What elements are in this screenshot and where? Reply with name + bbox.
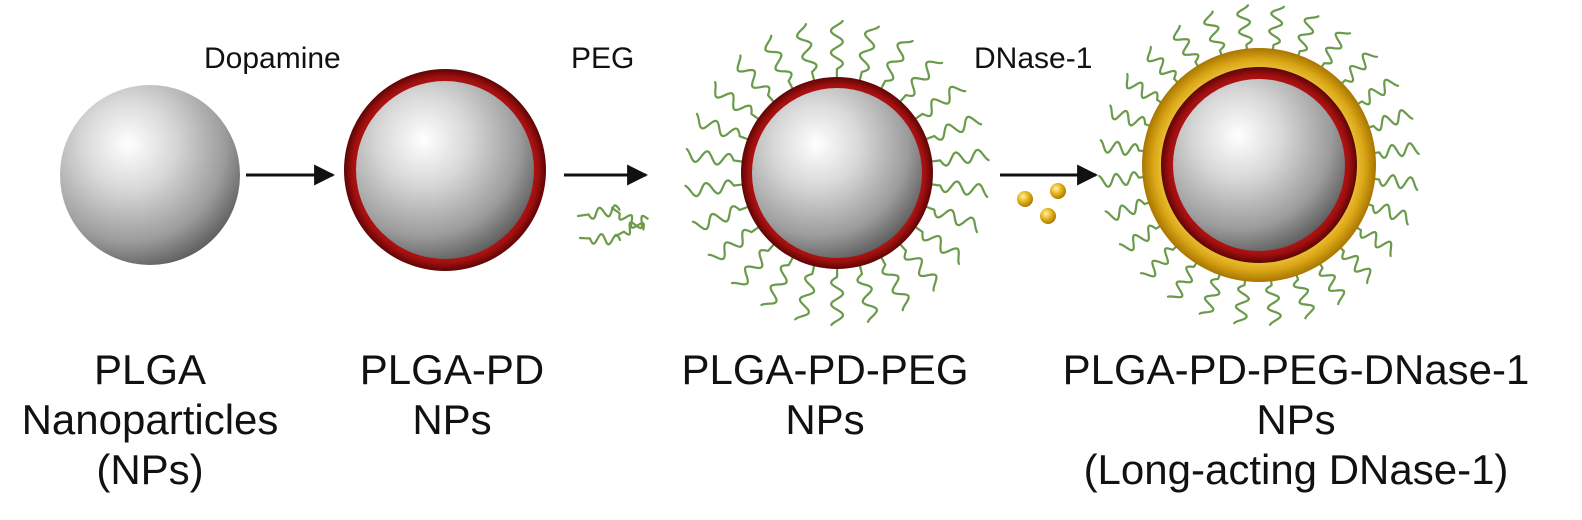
peg-chain <box>918 203 979 234</box>
peg-chain <box>876 39 914 97</box>
peg-chain <box>923 148 990 167</box>
step-label-peg: PEG <box>571 42 635 75</box>
peg-chain <box>918 115 983 143</box>
peg-chain <box>730 237 780 286</box>
caption-plga-pd-peg: PLGA-PD-PEG NPs <box>655 345 995 445</box>
particle-plga <box>60 85 240 265</box>
particle-plga-pd <box>344 69 546 271</box>
peg-chain <box>691 203 756 231</box>
peg-chain <box>714 81 766 125</box>
peg-chain <box>685 148 751 166</box>
peg-chain <box>856 257 879 323</box>
caption-line: (Long-acting DNase-1) <box>1083 446 1509 493</box>
peg-chain <box>894 237 938 292</box>
peg-chain <box>736 54 780 109</box>
peg-brush <box>684 19 990 327</box>
peg-chain <box>707 221 766 261</box>
peg-chain <box>614 214 649 238</box>
peg-chain <box>578 233 622 246</box>
dnase-enzyme-icon <box>1017 183 1066 224</box>
peg-chain <box>830 259 845 327</box>
peg-chain <box>684 179 751 198</box>
peg-chain <box>856 25 880 89</box>
step-label-dopamine: Dopamine <box>204 42 341 75</box>
caption-line: PLGA <box>93 346 207 393</box>
caption-plga-pd: PLGA-PD NPs <box>322 345 582 445</box>
caption-line: NPs <box>785 396 865 443</box>
plga-core <box>60 85 240 265</box>
peg-chain <box>876 249 910 312</box>
caption-plga: PLGA Nanoparticles (NPs) <box>0 345 300 495</box>
peg-chain <box>923 180 989 198</box>
peg-chain <box>760 249 798 307</box>
caption-line: PLGA-PD-PEG-DNase-1 <box>1062 346 1530 393</box>
caption-line: PLGA-PD <box>359 346 545 393</box>
peg-chain <box>795 23 818 89</box>
peg-chain <box>576 204 621 220</box>
step-label-dnase: DNase-1 <box>974 42 1093 75</box>
peg-chain <box>894 60 944 109</box>
peg-chain <box>908 221 960 265</box>
particle-plga-pd-peg <box>684 19 990 327</box>
free-peg-chains-icon <box>576 204 649 246</box>
peg-chain <box>695 112 756 143</box>
caption-line: NPs <box>1256 396 1336 443</box>
caption-line: PLGA-PD-PEG <box>681 346 969 393</box>
peg-chain <box>610 206 645 231</box>
peg-chain <box>794 257 818 321</box>
plga-core <box>356 81 534 259</box>
caption-plga-pd-peg-dnase: PLGA-PD-PEG-DNase-1 NPs (Long-acting DNa… <box>1020 345 1572 495</box>
particle-plga-pd-peg-dnase <box>1098 4 1420 326</box>
plga-core <box>752 88 922 258</box>
caption-line: NPs <box>412 396 492 443</box>
caption-line: (NPs) <box>96 446 204 493</box>
caption-line: Nanoparticles <box>21 396 279 443</box>
peg-chain <box>908 85 967 125</box>
peg-chain <box>764 34 798 97</box>
peg-chain <box>829 19 844 87</box>
plga-core <box>1173 79 1345 251</box>
